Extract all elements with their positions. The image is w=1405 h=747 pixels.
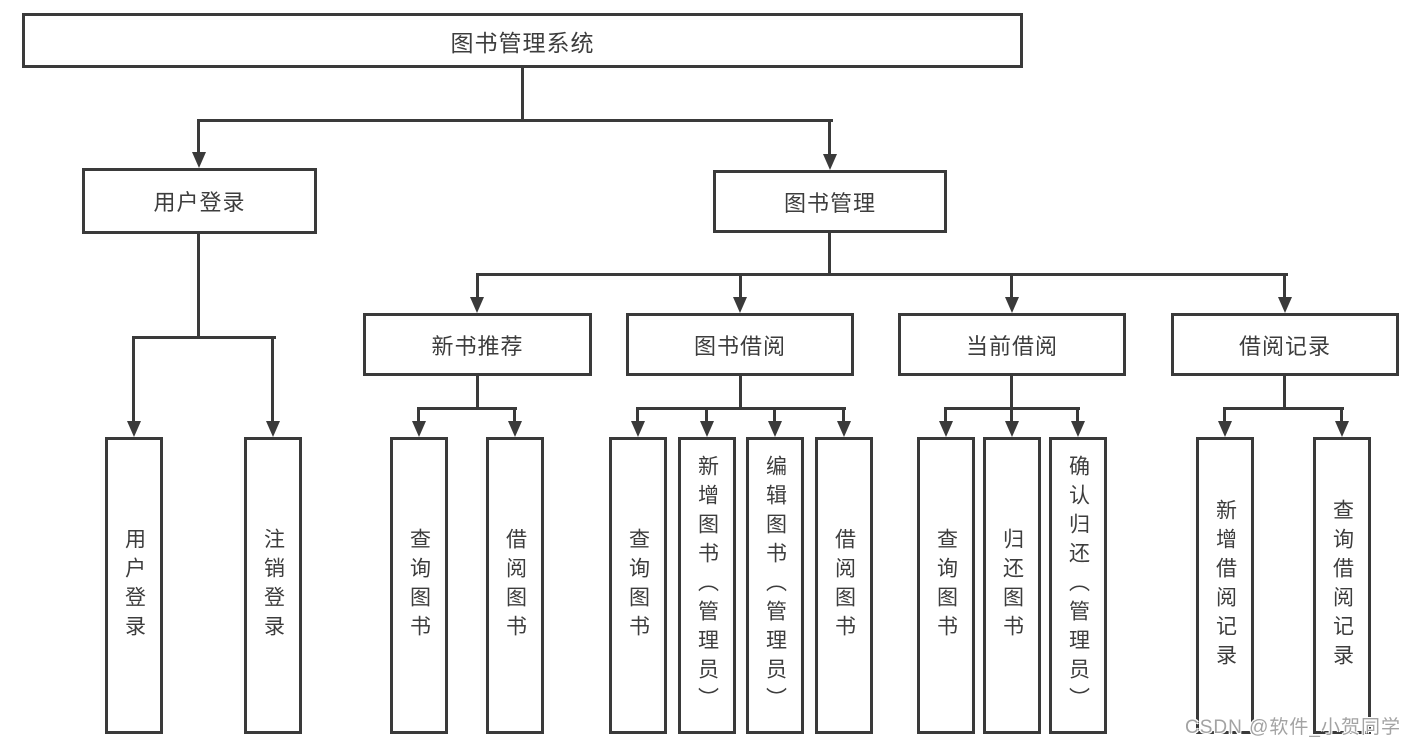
leaf-logout: 注销登录 [244,437,302,734]
node-new-book-rec: 新书推荐 [363,313,592,376]
arrow-down-icon [192,152,206,168]
node-book-mgmt: 图书管理 [713,170,947,233]
node-current-borrow-label: 当前借阅 [965,333,1058,359]
leaf-borrow-edit-books-admin: 编辑图书（管理员） [746,437,804,734]
connector-line [636,407,846,410]
connector-line [636,407,639,423]
connector-line [513,407,516,423]
arrow-down-icon [631,421,645,437]
connector-line [197,119,200,157]
leaf-user-login: 用户登录 [105,437,163,734]
node-user-login-label: 用户登录 [153,190,246,215]
leaf-records-query-record: 查询借阅记录 [1313,437,1371,734]
arrow-down-icon [508,421,522,437]
connector-line [417,407,517,410]
connector-line [1283,376,1286,409]
arrow-down-icon [412,421,426,437]
connector-line [1223,407,1344,410]
connector-line [773,407,776,423]
node-book-borrow-label: 图书借阅 [693,333,786,359]
arrow-down-icon [823,154,837,170]
connector-line [1010,273,1013,300]
arrow-down-icon [733,297,747,313]
arrow-down-icon [470,297,484,313]
leaf-newbook-borrow-books: 借阅图书 [486,437,544,734]
leaf-current-return-books-label: 归还图书 [1000,527,1024,644]
connector-line [944,407,947,423]
leaf-newbook-query-books-label: 查询图书 [407,527,431,644]
leaf-current-return-books: 归还图书 [983,437,1041,734]
connector-line [476,273,479,300]
node-borrow-records: 借阅记录 [1171,313,1399,376]
leaf-borrow-borrow-books-label: 借阅图书 [832,527,856,644]
connector-line [476,376,479,409]
connector-line [1283,273,1286,300]
node-current-borrow: 当前借阅 [898,313,1126,376]
node-borrow-records-label: 借阅记录 [1238,333,1331,359]
arrow-down-icon [1278,297,1292,313]
leaf-borrow-query-books: 查询图书 [609,437,667,734]
connector-line [1076,407,1079,423]
leaf-borrow-borrow-books: 借阅图书 [815,437,873,734]
node-new-book-rec-label: 新书推荐 [431,333,524,359]
arrow-down-icon [266,421,280,437]
node-root: 图书管理系统 [22,13,1023,68]
leaf-borrow-add-books-admin: 新增图书（管理员） [678,437,736,734]
leaf-borrow-edit-books-admin-label: 编辑图书（管理员） [763,455,787,716]
leaf-current-confirm-return-admin: 确认归还（管理员） [1049,437,1107,734]
leaf-newbook-borrow-books-label: 借阅图书 [503,527,527,644]
arrow-down-icon [837,421,851,437]
connector-line [842,407,845,423]
connector-line [476,273,1288,276]
connector-line [705,407,708,423]
leaf-newbook-query-books: 查询图书 [390,437,448,734]
arrow-down-icon [700,421,714,437]
connector-line [132,336,276,339]
leaf-logout-label: 注销登录 [261,527,285,644]
connector-line [271,336,274,424]
connector-line [1010,376,1013,409]
connector-line [197,119,833,122]
connector-line [828,233,831,275]
connector-line [1010,407,1013,423]
connector-line [1340,407,1343,423]
leaf-records-add-record: 新增借阅记录 [1196,437,1254,734]
connector-line [828,119,831,159]
arrow-down-icon [1335,421,1349,437]
arrow-down-icon [939,421,953,437]
connector-line [739,376,742,409]
connector-line [1223,407,1226,423]
arrow-down-icon [768,421,782,437]
leaf-records-query-record-label: 查询借阅记录 [1330,498,1354,673]
leaf-records-add-record-label: 新增借阅记录 [1213,498,1237,673]
arrow-down-icon [1218,421,1232,437]
connector-line [197,234,200,338]
node-root-label: 图书管理系统 [450,29,595,56]
node-user-login: 用户登录 [82,168,317,234]
leaf-user-login-label: 用户登录 [122,527,146,644]
leaf-borrow-add-books-admin-label: 新增图书（管理员） [695,455,719,716]
connector-line [739,273,742,300]
node-book-borrow: 图书借阅 [626,313,854,376]
arrow-down-icon [127,421,141,437]
leaf-borrow-query-books-label: 查询图书 [626,527,650,644]
node-book-mgmt-label: 图书管理 [783,190,876,216]
csdn-watermark: CSDN @软件_小贺同学 [1185,717,1401,738]
arrow-down-icon [1005,421,1019,437]
connector-line [132,336,135,424]
leaf-current-query-books-label: 查询图书 [934,527,958,644]
connector-line [417,407,420,423]
leaf-current-query-books: 查询图书 [917,437,975,734]
arrow-down-icon [1005,297,1019,313]
connector-line [521,68,524,122]
arrow-down-icon [1071,421,1085,437]
leaf-current-confirm-return-admin-label: 确认归还（管理员） [1066,455,1090,716]
